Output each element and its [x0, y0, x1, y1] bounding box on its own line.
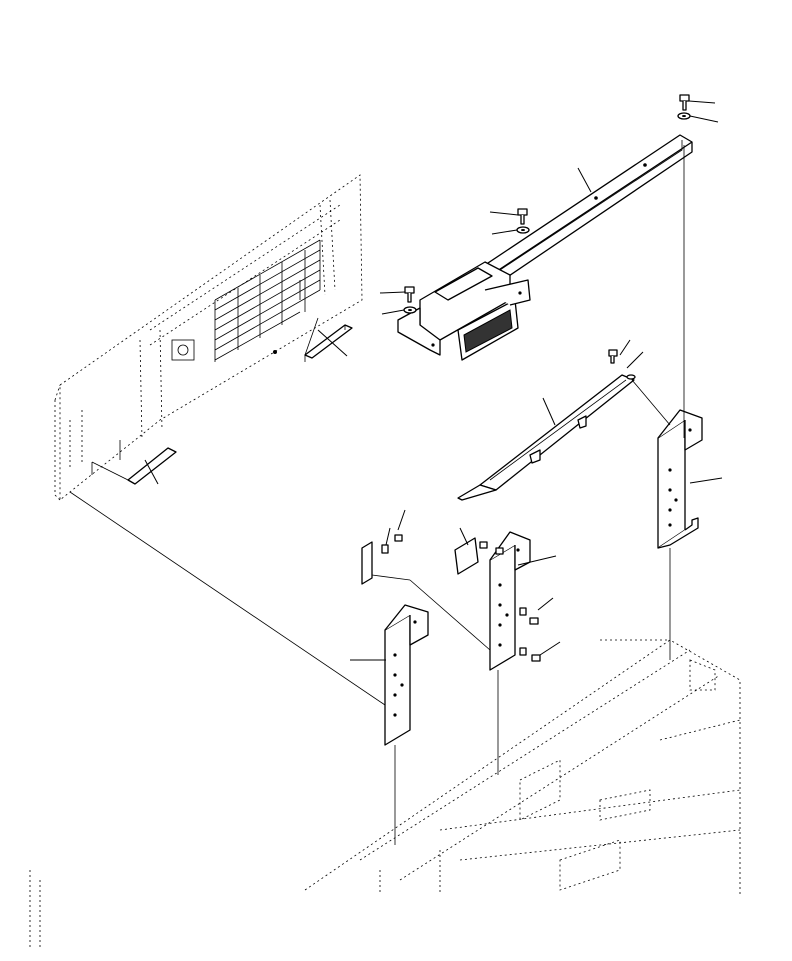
leader-wiper	[542, 397, 556, 426]
base-frame	[29, 639, 741, 950]
leader-mid-washer	[491, 229, 518, 235]
leader-wiper-bolt	[619, 339, 631, 356]
washer	[403, 306, 417, 314]
leader-wiper-nut	[626, 351, 644, 369]
leader-mid-bolt	[489, 211, 519, 216]
top-beam	[397, 134, 693, 361]
leader-top-bolt	[688, 100, 716, 104]
leader-cover	[459, 527, 469, 546]
leader-left-bolt	[379, 291, 406, 294]
leader-clip-lower	[385, 527, 391, 546]
mounting-bolt	[404, 286, 415, 303]
leader-beam	[577, 167, 592, 193]
right-bracket	[657, 409, 703, 549]
middle-bracket	[489, 531, 531, 671]
mounting-bolt	[517, 208, 528, 225]
callout-leaders	[144, 100, 723, 661]
leader-left-washer	[381, 309, 405, 315]
leader-right-bracket	[689, 477, 723, 484]
washer	[516, 226, 530, 234]
assembly-lines	[69, 145, 685, 845]
leader-handle-upper	[317, 329, 348, 357]
mounting-bolt	[679, 94, 690, 111]
leader-mid-nut	[537, 597, 554, 611]
handle	[91, 447, 177, 485]
wiper-blade	[457, 374, 636, 501]
leader-top-washer	[689, 115, 719, 123]
washer	[677, 112, 691, 120]
leader-middle-bracket	[517, 555, 557, 566]
handle	[304, 317, 353, 362]
mounting-bolt	[361, 534, 541, 662]
mounting-bolt	[608, 349, 618, 364]
leader-clip-upper	[397, 509, 406, 531]
cover-plate	[454, 537, 479, 575]
rear-panel	[54, 174, 363, 501]
leader-mid-bolt-lower	[539, 641, 561, 656]
leader-handle-lower	[144, 459, 159, 485]
left-bracket	[384, 604, 429, 746]
